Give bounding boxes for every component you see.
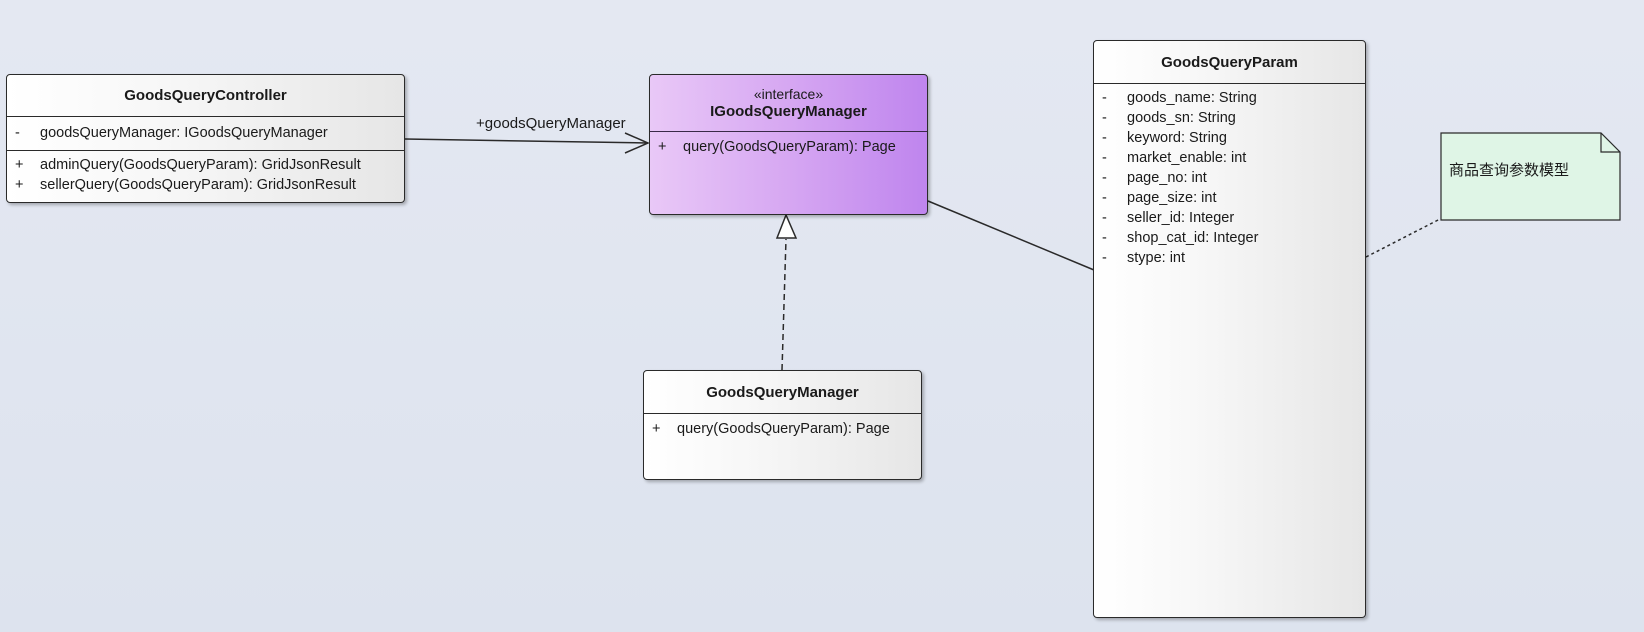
operation-row[interactable]: + adminQuery(GoodsQueryParam): GridJsonR… xyxy=(7,155,404,175)
attribute-text: seller_id: Integer xyxy=(1127,210,1235,226)
visibility-marker: + xyxy=(658,139,667,155)
association-arrowhead xyxy=(624,132,650,154)
operation-row[interactable]: + sellerQuery(GoodsQueryParam): GridJson… xyxy=(7,175,404,195)
class-name: GoodsQueryManager xyxy=(706,383,859,401)
operation-row[interactable]: + query(GoodsQueryParam): Page xyxy=(644,419,921,439)
class-goods-query-manager[interactable]: GoodsQueryManager + query(GoodsQueryPara… xyxy=(643,370,922,480)
class-header: GoodsQueryManager xyxy=(644,371,921,414)
attribute-text: stype: int xyxy=(1127,250,1186,266)
attributes-compartment: - goods_name: String - goods_sn: String … xyxy=(1094,84,1365,271)
visibility-marker: - xyxy=(1102,250,1107,266)
note-link-line[interactable] xyxy=(1365,217,1443,258)
attribute-row[interactable]: - market_enable: int xyxy=(1094,148,1365,168)
visibility-marker: - xyxy=(1102,170,1107,186)
attributes-compartment: - goodsQueryManager: IGoodsQueryManager xyxy=(7,117,404,150)
attribute-row[interactable]: - goods_name: String xyxy=(1094,88,1365,108)
visibility-marker: + xyxy=(652,421,661,437)
visibility-marker: - xyxy=(1102,230,1107,246)
class-header: GoodsQueryParam xyxy=(1094,41,1365,84)
attribute-text: market_enable: int xyxy=(1127,150,1247,166)
realization-arrowhead xyxy=(775,213,798,239)
attribute-row[interactable]: - keyword: String xyxy=(1094,128,1365,148)
attribute-text: keyword: String xyxy=(1127,130,1227,146)
attribute-text: page_size: int xyxy=(1127,190,1217,206)
visibility-marker: - xyxy=(1102,150,1107,166)
association-line[interactable] xyxy=(404,138,649,144)
class-header: «interface» IGoodsQueryManager xyxy=(650,75,927,132)
note[interactable]: 商品查询参数模型 xyxy=(1441,133,1620,220)
operation-text: adminQuery(GoodsQueryParam): GridJsonRes… xyxy=(40,157,361,173)
visibility-marker: - xyxy=(1102,110,1107,126)
operations-compartment: + query(GoodsQueryParam): Page xyxy=(644,414,921,442)
class-goods-query-controller[interactable]: GoodsQueryController - goodsQueryManager… xyxy=(6,74,405,203)
interface-stereotype: «interface» xyxy=(753,86,824,102)
visibility-marker: - xyxy=(1102,90,1107,106)
operation-text: query(GoodsQueryParam): Page xyxy=(677,421,890,437)
class-igoods-query-manager[interactable]: «interface» IGoodsQueryManager + query(G… xyxy=(649,74,928,215)
visibility-marker: - xyxy=(15,125,20,141)
class-goods-query-param[interactable]: GoodsQueryParam - goods_name: String - g… xyxy=(1093,40,1366,618)
attribute-row[interactable]: - seller_id: Integer xyxy=(1094,208,1365,228)
class-header: GoodsQueryController xyxy=(7,75,404,117)
attribute-text: goods_sn: String xyxy=(1127,110,1236,126)
attribute-text: goodsQueryManager: IGoodsQueryManager xyxy=(40,125,328,141)
class-name: IGoodsQueryManager xyxy=(710,103,867,120)
operations-compartment: + query(GoodsQueryParam): Page xyxy=(650,132,927,160)
param-association-line[interactable] xyxy=(927,200,1095,271)
attribute-row[interactable]: - shop_cat_id: Integer xyxy=(1094,228,1365,248)
class-name: GoodsQueryParam xyxy=(1161,53,1298,71)
attribute-row[interactable]: - stype: int xyxy=(1094,248,1365,268)
operation-row[interactable]: + query(GoodsQueryParam): Page xyxy=(650,137,927,157)
visibility-marker: + xyxy=(15,177,24,193)
operations-compartment: + adminQuery(GoodsQueryParam): GridJsonR… xyxy=(7,150,404,198)
attribute-row[interactable]: - goodsQueryManager: IGoodsQueryManager xyxy=(7,123,404,143)
attribute-row[interactable]: - page_size: int xyxy=(1094,188,1365,208)
operation-text: sellerQuery(GoodsQueryParam): GridJsonRe… xyxy=(40,177,356,193)
visibility-marker: - xyxy=(1102,190,1107,206)
attribute-row[interactable]: - page_no: int xyxy=(1094,168,1365,188)
attribute-row[interactable]: - goods_sn: String xyxy=(1094,108,1365,128)
attribute-text: page_no: int xyxy=(1127,170,1207,186)
class-name: GoodsQueryController xyxy=(124,87,287,104)
visibility-marker: - xyxy=(1102,130,1107,146)
association-role-label: +goodsQueryManager xyxy=(476,115,626,132)
attribute-text: shop_cat_id: Integer xyxy=(1127,230,1259,246)
attribute-text: goods_name: String xyxy=(1127,90,1257,106)
realization-line[interactable] xyxy=(781,238,787,371)
visibility-marker: - xyxy=(1102,210,1107,226)
visibility-marker: + xyxy=(15,157,24,173)
note-text: 商品查询参数模型 xyxy=(1449,162,1570,179)
operation-text: query(GoodsQueryParam): Page xyxy=(683,139,896,155)
